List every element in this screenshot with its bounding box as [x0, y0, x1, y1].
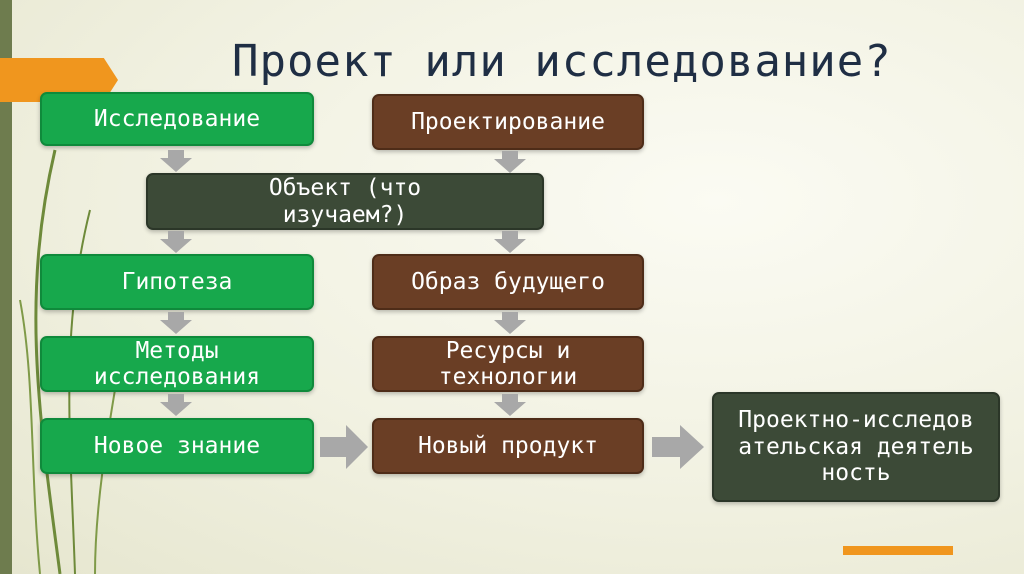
box-new-product: Новый продукт	[372, 418, 644, 474]
arrow-down-icon	[494, 151, 526, 173]
arrow-down-icon	[494, 312, 526, 334]
arrow-down-icon	[160, 312, 192, 334]
box-project-research-activity: Проектно-исследовательская деятельность	[712, 392, 1000, 502]
arrow-right-icon	[652, 425, 704, 469]
arrow-down-icon	[160, 150, 192, 172]
arrow-down-icon	[494, 394, 526, 416]
arrow-down-icon	[160, 394, 192, 416]
box-new-knowledge: Новое знание	[40, 418, 314, 474]
box-object: Объект (что изучаем?)	[146, 173, 544, 230]
arrow-down-icon	[160, 231, 192, 253]
arrow-down-icon	[494, 231, 526, 253]
slide-title: Проект или исследование?	[232, 36, 892, 87]
arrow-right-icon	[320, 425, 368, 469]
box-research-methods: Методы исследования	[40, 336, 314, 392]
box-hypothesis: Гипотеза	[40, 254, 314, 310]
box-resources-technologies: Ресурсы и технологии	[372, 336, 644, 392]
box-image-of-future: Образ будущего	[372, 254, 644, 310]
orange-bottom-bar	[843, 546, 953, 555]
box-research: Исследование	[40, 92, 314, 146]
box-design: Проектирование	[372, 94, 644, 150]
left-accent-bar	[0, 0, 12, 574]
